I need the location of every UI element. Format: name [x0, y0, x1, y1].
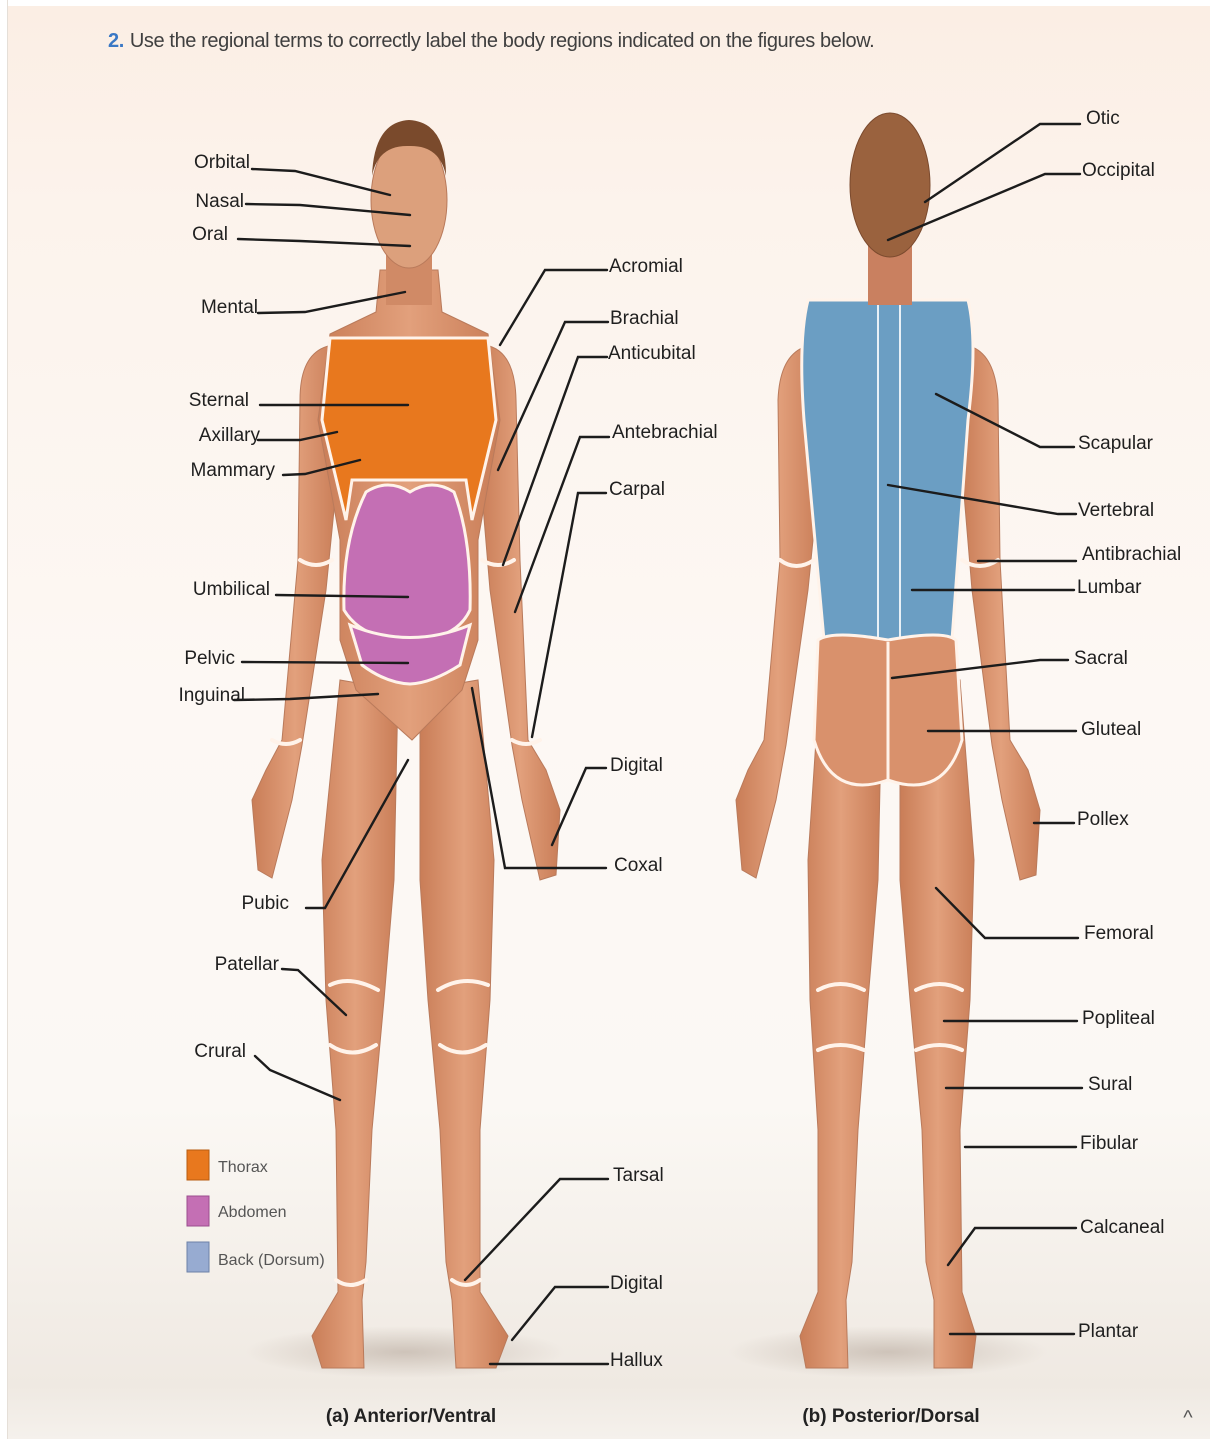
leader-line-anterior-labels_right-0 [500, 270, 607, 345]
region-label-posterior-labels_right-4: Antibrachial [1082, 544, 1181, 565]
legend-swatch-thorax [187, 1150, 209, 1180]
legend-label-abdomen: Abdomen [218, 1204, 287, 1221]
leader-line-posterior-labels_right-0 [925, 124, 1080, 202]
scroll-top-button[interactable]: ^ [1176, 1406, 1200, 1430]
region-label-anterior-labels_right-6: Coxal [614, 855, 663, 876]
leader-line-anterior-labels_right-5 [552, 768, 606, 845]
region-label-anterior-labels_right-3: Antebrachial [612, 422, 718, 443]
region-label-anterior-labels_right-5: Digital [610, 755, 663, 776]
region-label-posterior-labels_right-11: Sural [1088, 1074, 1132, 1095]
region-label-posterior-labels_right-1: Occipital [1082, 160, 1155, 181]
right-leg [312, 680, 398, 1368]
leader-line-anterior-labels_right-4 [532, 493, 606, 737]
region-label-anterior-labels_left-5: Axillary [199, 425, 261, 446]
region-label-anterior-labels_left-0: Orbital [194, 152, 250, 173]
region-label-anterior-labels_right-9: Hallux [610, 1350, 663, 1371]
chevron-up-icon: ^ [1183, 1407, 1192, 1429]
region-label-posterior-labels_right-0: Otic [1086, 108, 1120, 129]
abdomen-region [344, 485, 470, 640]
region-label-anterior-labels_right-7: Tarsal [613, 1165, 664, 1186]
legend-swatch-back [187, 1242, 209, 1272]
region-label-anterior-labels_left-1: Nasal [195, 191, 244, 212]
region-label-anterior-labels_left-4: Sternal [189, 390, 249, 411]
legend: Thorax Abdomen Back (Dorsum) [187, 1150, 325, 1272]
posterior-head [850, 113, 930, 257]
anterior-figure [245, 120, 565, 1378]
region-label-posterior-labels_right-7: Gluteal [1081, 719, 1141, 740]
region-labels: OrbitalNasalOralMentalSternalAxillaryMam… [178, 108, 1181, 1371]
region-label-anterior-labels_left-9: Inguinal [178, 685, 245, 706]
region-label-anterior-labels_left-3: Mental [201, 297, 258, 318]
legend-label-thorax: Thorax [218, 1159, 268, 1176]
region-label-anterior-labels_right-4: Carpal [609, 479, 665, 500]
region-label-anterior-labels_left-7: Umbilical [193, 579, 270, 600]
region-label-anterior-labels_right-1: Brachial [610, 308, 679, 329]
posterior-left-arm [962, 345, 1040, 880]
leader-line-anterior-labels_left-12 [255, 1056, 340, 1100]
region-label-anterior-labels_left-10: Pubic [241, 893, 289, 914]
legend-swatch-abdomen [187, 1196, 209, 1226]
posterior-figure [728, 113, 1048, 1378]
left-leg [420, 680, 508, 1368]
region-label-anterior-labels_right-0: Acromial [609, 256, 683, 277]
region-label-anterior-labels_left-8: Pelvic [184, 648, 235, 669]
region-label-posterior-labels_right-8: Pollex [1077, 809, 1129, 830]
region-label-posterior-labels_right-6: Sacral [1074, 648, 1128, 669]
leader-line-anterior-labels_left-0 [252, 169, 390, 195]
region-label-posterior-labels_right-5: Lumbar [1077, 577, 1142, 598]
region-label-posterior-labels_right-14: Plantar [1078, 1321, 1139, 1342]
region-label-posterior-labels_right-10: Popliteal [1082, 1008, 1155, 1029]
region-label-posterior-labels_right-9: Femoral [1084, 923, 1154, 944]
region-label-anterior-labels_left-12: Crural [194, 1041, 246, 1062]
anterior-caption: (a) Anterior/Ventral [326, 1406, 496, 1427]
leader-line-anterior-labels_right-7 [465, 1179, 608, 1280]
leader-line-anterior-labels_right-3 [515, 437, 609, 612]
region-label-anterior-labels_right-8: Digital [610, 1273, 663, 1294]
region-label-anterior-labels_right-2: Anticubital [608, 343, 696, 364]
region-label-posterior-labels_right-3: Vertebral [1078, 500, 1154, 521]
region-label-posterior-labels_right-13: Calcaneal [1080, 1217, 1165, 1238]
region-label-anterior-labels_left-11: Patellar [215, 954, 280, 975]
legend-label-back: Back (Dorsum) [218, 1252, 325, 1269]
leader-line-anterior-labels_right-8 [512, 1287, 608, 1340]
leader-line-posterior-labels_right-13 [948, 1228, 1076, 1265]
region-label-anterior-labels_left-6: Mammary [191, 460, 276, 481]
posterior-caption: (b) Posterior/Dorsal [802, 1406, 979, 1427]
region-label-posterior-labels_right-12: Fibular [1080, 1133, 1139, 1154]
leader-line-anterior-labels_left-8 [242, 662, 408, 663]
region-label-posterior-labels_right-2: Scapular [1078, 433, 1154, 454]
region-label-anterior-labels_left-2: Oral [192, 224, 228, 245]
